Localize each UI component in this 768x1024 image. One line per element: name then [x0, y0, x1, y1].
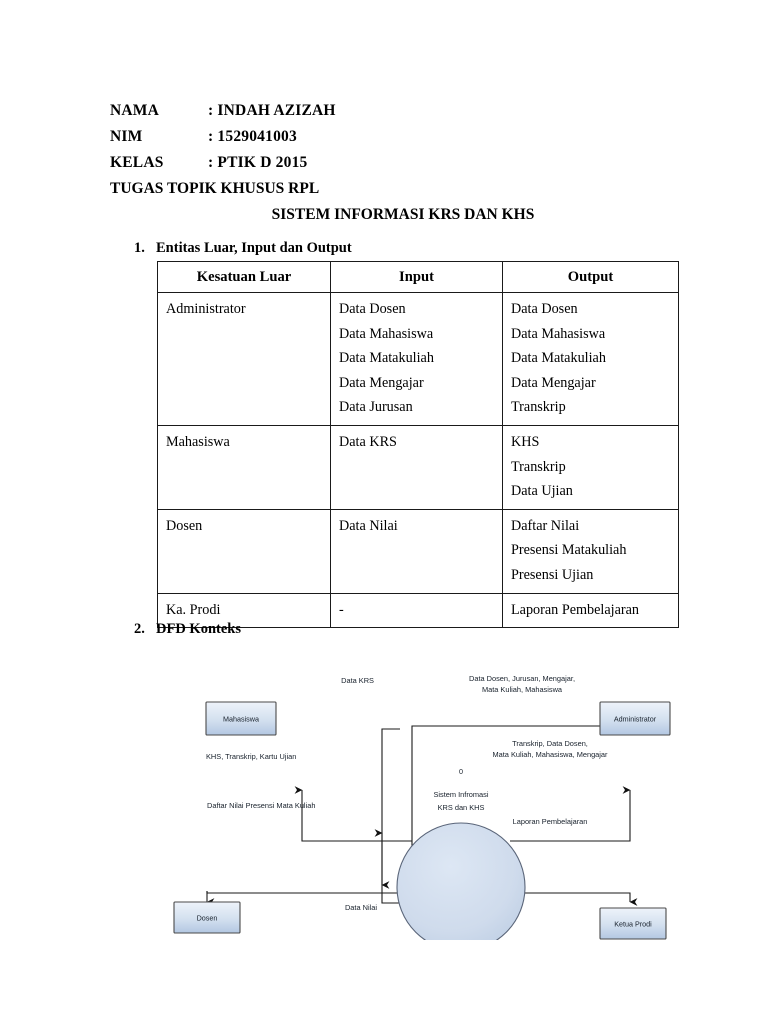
connector-admin-input-flow: [411, 725, 601, 889]
table-row: Dosen Data Nilai Daftar Nilai Presensi M…: [157, 508, 679, 594]
section-2-number: 2.: [134, 621, 145, 637]
header-field-nama: NAMA : INDAH AZIZAH: [110, 98, 670, 124]
connector-khs-transkrip: [294, 786, 412, 842]
cell-line: Data Ujian: [511, 483, 573, 500]
entity-mahasiswa-box: [205, 701, 277, 736]
page-title: SISTEM INFORMASI KRS DAN KHS: [271, 206, 535, 223]
cell-line: Transkrip: [511, 399, 566, 416]
process-name-line2: KRS dan KHS: [438, 803, 485, 812]
table-row: Ka. Prodi - Laporan Pembelajaran: [157, 592, 679, 629]
cell-line: Daftar Nilai: [511, 517, 580, 534]
process-number: 0: [459, 767, 463, 776]
cell-entity: Dosen: [157, 508, 331, 594]
entity-administrator-label: Administrator: [614, 715, 657, 724]
cell-line: KHS: [511, 433, 540, 450]
header-field-kelas-value: : PTIK D 2015: [208, 154, 308, 171]
entities-table: Kesatuan Luar Input Output Administrator…: [157, 261, 679, 629]
cell-input: Data KRS: [330, 424, 503, 510]
cell-input: Data Nilai: [330, 508, 503, 594]
cell-line: Data Nilai: [339, 517, 398, 534]
flow-label-khs-transkrip: KHS, Transkrip, Kartu Ujian: [206, 752, 296, 761]
cell-line: Presensi Ujian: [511, 566, 594, 583]
cell-line: Data Dosen: [511, 301, 578, 317]
dfd-context-diagram: right to x=232? corrected below -->: [150, 640, 690, 940]
header-field-kelas: KELAS : PTIK D 2015: [110, 150, 670, 176]
flow-label-data-krs: Data KRS: [341, 676, 374, 685]
cell-entity: Administrator: [157, 292, 331, 426]
cell-line: Data Jurusan: [339, 399, 413, 416]
connector-flow-daftar-nilai: [206, 891, 412, 894]
cell-output: Data Dosen Data Mahasiswa Data Matakulia…: [502, 292, 679, 426]
cell-line: Data Mahasiswa: [511, 325, 606, 342]
entity-ketua-prodi-label: Ketua Prodi: [614, 920, 652, 929]
header-field-nama-value: : INDAH AZIZAH: [208, 102, 336, 119]
cell-line: Presensi Matakuliah: [511, 542, 627, 559]
flow-label-laporan-pembelajaran: Laporan Pembelajaran: [513, 817, 588, 826]
table-row: Mahasiswa Data KRS KHS Transkrip Data Uj…: [157, 424, 679, 510]
entity-mahasiswa[interactable]: Mahasiswa: [205, 701, 277, 736]
header-field-nim-value: : 1529041003: [208, 128, 297, 145]
process-circle: [396, 822, 526, 940]
section-heading-1: 1. Entitas Luar, Input dan Output: [134, 240, 352, 257]
entity-administrator-box: [599, 701, 671, 736]
flow-label-admin-input-line1: Data Dosen, Jurusan, Mengajar,: [469, 674, 575, 683]
cell-entity: Mahasiswa: [157, 424, 331, 510]
entity-mahasiswa-label: Mahasiswa: [223, 715, 259, 724]
section-heading-2: 2. DFD Konteks: [134, 621, 241, 638]
flow-label-admin-input-line2: Mata Kuliah, Mahasiswa: [482, 685, 563, 694]
header-field-kelas-label: KELAS: [110, 154, 164, 171]
table-row: Administrator Data Dosen Data Mahasiswa …: [157, 292, 679, 426]
connector-data-krs: [381, 728, 400, 889]
header-field-nim: NIM : 1529041003: [110, 124, 670, 150]
cell-input: -: [330, 592, 503, 629]
cell-line: Data Matakuliah: [511, 350, 606, 367]
column-header-output: Output: [502, 261, 679, 293]
cell-line: Data Dosen: [339, 301, 406, 317]
cell-line: Data Matakuliah: [339, 350, 434, 367]
flow-label-admin-output-line2: Mata Kuliah, Mahasiswa, Mengajar: [492, 750, 608, 759]
cell-output: Daftar Nilai Presensi Matakuliah Presens…: [502, 508, 679, 594]
cell-line: Transkrip: [511, 458, 566, 475]
entities-table-wrapper: Kesatuan Luar Input Output Administrator…: [157, 261, 679, 629]
assignment-line: TUGAS TOPIK KHUSUS RPL: [110, 180, 320, 197]
cell-line: Data KRS: [339, 433, 397, 450]
connector-admin-output-flow: [510, 786, 631, 842]
flow-label-admin-output-line1: Transkrip, Data Dosen,: [512, 739, 588, 748]
process-node[interactable]: 0 Sistem Infromasi KRS dan KHS: [396, 767, 526, 940]
entity-dosen-box: [173, 901, 241, 934]
section-1-number: 1.: [134, 240, 145, 256]
process-name-line1: Sistem Infromasi: [433, 790, 488, 799]
dfd-flow-data-krs: [382, 729, 400, 890]
entity-dosen[interactable]: Dosen: [173, 901, 241, 934]
section-1-label: Entitas Luar, Input dan Output: [156, 240, 352, 256]
connector-data-nilai-flow: [374, 829, 400, 904]
cell-entity: Ka. Prodi: [157, 592, 331, 629]
cell-line: Data Mengajar: [511, 374, 596, 391]
section-2-label: DFD Konteks: [156, 621, 241, 637]
column-header-input: Input: [330, 261, 503, 293]
connector-laporan-pembelajaran: [510, 892, 638, 906]
flow-label-daftar-nilai: Daftar Nilai Presensi Mata Kuliah: [207, 801, 315, 810]
cell-output: KHS Transkrip Data Ujian: [502, 424, 679, 510]
document-header: NAMA : INDAH AZIZAH NIM : 1529041003 KELAS…: [110, 98, 670, 228]
column-header-kesatuan-luar: Kesatuan Luar: [157, 261, 331, 293]
header-field-nama-label: NAMA: [110, 102, 160, 119]
entity-dosen-label: Dosen: [197, 914, 218, 923]
header-field-nim-label: NIM: [110, 128, 143, 145]
cell-line: -: [339, 601, 344, 618]
flow-label-data-nilai: Data Nilai: [345, 903, 377, 912]
entity-administrator[interactable]: Administrator: [599, 701, 671, 736]
cell-line: Laporan Pembelajaran: [511, 601, 640, 618]
table-header-row: Kesatuan Luar Input Output: [157, 261, 679, 293]
entity-ketua-prodi[interactable]: Ketua Prodi: [599, 907, 667, 940]
cell-input: Data Dosen Data Mahasiswa Data Matakulia…: [330, 292, 503, 426]
cell-output: Laporan Pembelajaran: [502, 592, 679, 629]
cell-line: Data Mengajar: [339, 374, 424, 391]
cell-line: Data Mahasiswa: [339, 325, 434, 342]
entity-ketua-prodi-box: [599, 907, 667, 940]
